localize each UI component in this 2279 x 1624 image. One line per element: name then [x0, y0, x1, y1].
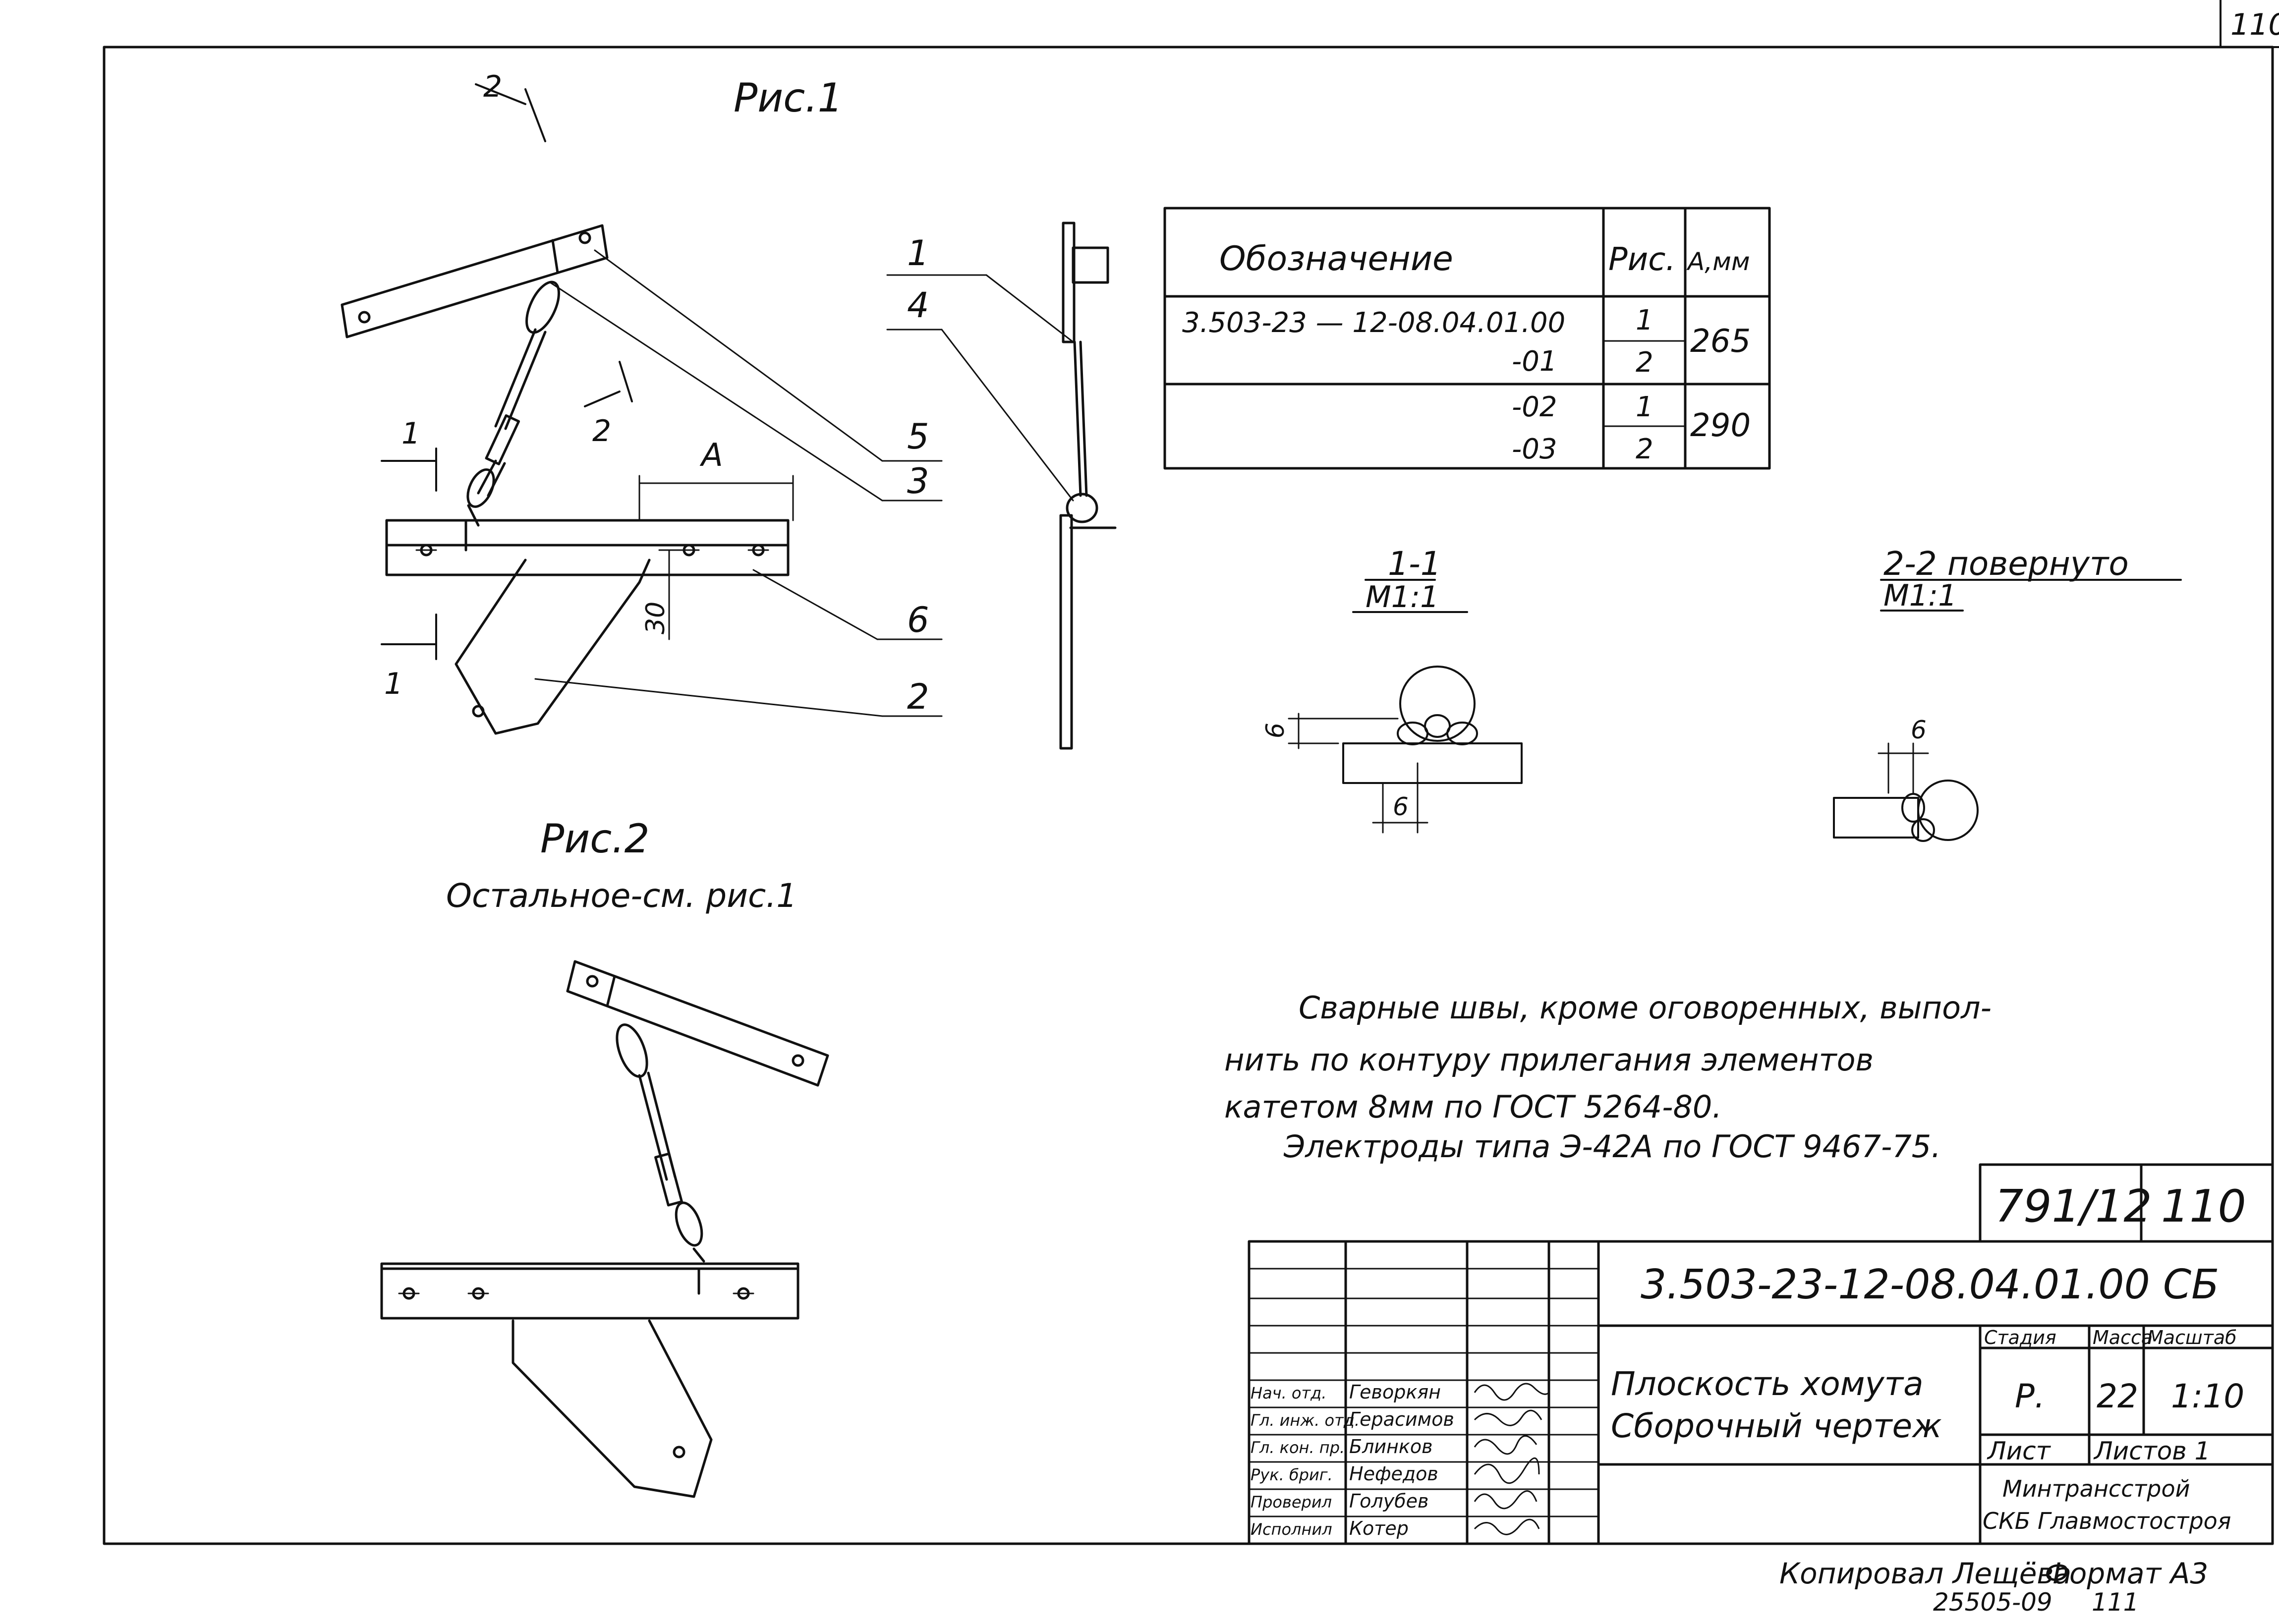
- figure-2-title: Рис.2: [540, 816, 650, 862]
- figure-1-title: Рис.1: [734, 75, 843, 121]
- section-1-1-scale: М1:1: [1366, 580, 1439, 615]
- table-cell: 2: [1636, 346, 1653, 379]
- table-header-a: А,мм: [1686, 247, 1750, 276]
- callout-label: 4: [907, 285, 929, 326]
- stage-label: Стадия: [1984, 1327, 2056, 1348]
- dimension-label: 30: [641, 602, 671, 634]
- sheet-frame: [103, 46, 2274, 1545]
- figure-1-drawing: [341, 83, 943, 735]
- note-line: катетом 8мм по ГОСТ 5264-80.: [1224, 1089, 1722, 1125]
- sheets-label: Листов 1: [2093, 1437, 2210, 1465]
- table-header-designation: Обозначение: [1219, 239, 1453, 279]
- table-cell: 265: [1690, 323, 1751, 360]
- side-view-drawing: [886, 222, 1117, 750]
- spec-table-grid: [1163, 207, 1771, 470]
- sheet-label: Лист: [1987, 1437, 2051, 1465]
- scale-value: 1:10: [2171, 1377, 2244, 1415]
- table-cell: -01: [1512, 345, 1557, 378]
- signature-role: Гл. кон. пр.: [1251, 1438, 1345, 1457]
- callout-label: 1: [907, 233, 929, 274]
- archive-code: 25505-09: [1933, 1588, 2052, 1617]
- signature-name: Нефедов: [1349, 1463, 1438, 1485]
- organization: Минтрансстрой: [2002, 1475, 2190, 1502]
- organization: СКБ Главмостостроя: [1983, 1508, 2231, 1534]
- section-arrow-label: 1: [401, 416, 420, 451]
- corner-number: 110: [2230, 7, 2279, 42]
- paper-format: Формат А3: [2045, 1557, 2208, 1590]
- table-cell: 290: [1690, 407, 1751, 444]
- copied-by: Копировал Лещёва: [1779, 1557, 2071, 1590]
- section-2-2-title: 2-2 повернуто: [1883, 545, 2129, 583]
- handwritten-signatures: [1474, 1383, 1550, 1535]
- archive-page: 111: [2092, 1588, 2139, 1617]
- sheet-number: 110: [2161, 1180, 2246, 1232]
- title-block-grid: [1248, 1163, 2274, 1545]
- section-1-1-title: 1-1: [1388, 545, 1441, 583]
- table-cell: 3.503-23 — 12-08.04.01.00: [1182, 307, 1565, 339]
- note-line: нить по контуру прилегания элементов: [1224, 1042, 1874, 1078]
- signature-name: Котер: [1349, 1517, 1409, 1539]
- table-header-fig: Рис.: [1608, 241, 1676, 278]
- signature-name: Блинков: [1349, 1436, 1433, 1457]
- table-cell: 1: [1636, 391, 1653, 423]
- signature-role: Проверил: [1251, 1493, 1332, 1512]
- table-cell: -02: [1512, 391, 1557, 423]
- note-line: Сварные швы, кроме оговоренных, выпол-: [1299, 990, 1992, 1026]
- signature-role: Гл. инж. отд.: [1251, 1411, 1360, 1430]
- section-2-2-drawing: [1833, 579, 2182, 842]
- callout-label: 2: [907, 676, 929, 717]
- signature-role: Исполнил: [1251, 1520, 1332, 1539]
- section-arrow-label: 2: [483, 69, 502, 104]
- signature-name: Герасимов: [1349, 1408, 1454, 1430]
- album-number: 791/12: [1995, 1180, 2152, 1232]
- figure-2-subtitle: Остальное-см. рис.1: [446, 877, 797, 915]
- signature-role: Нач. отд.: [1251, 1384, 1326, 1402]
- signature-name: Голубев: [1349, 1490, 1428, 1512]
- section-arrow-label: 1: [384, 667, 403, 701]
- table-cell: -03: [1512, 433, 1557, 465]
- signature-role: Рук. бриг.: [1251, 1465, 1333, 1484]
- note-line: Электроды типа Э-42А по ГОСТ 9467-75.: [1283, 1128, 1941, 1165]
- section-2-2-scale: М1:1: [1883, 578, 1957, 613]
- callout-label: 3: [907, 461, 929, 502]
- signature-name: Геворкян: [1349, 1381, 1441, 1403]
- mass-label: Масса: [2093, 1327, 2153, 1348]
- callout-label: 5: [907, 416, 929, 457]
- dimension-label: 6: [1261, 723, 1290, 738]
- callout-label: 6: [907, 600, 929, 640]
- drawing-type: Сборочный чертеж: [1611, 1407, 1942, 1445]
- section-arrow-label: 2: [592, 414, 611, 448]
- figure-2-drawing: [380, 960, 829, 1498]
- table-cell: 2: [1636, 433, 1653, 465]
- scale-label: Масштаб: [2147, 1327, 2237, 1348]
- stage-value: Р.: [2015, 1377, 2045, 1415]
- mass-value: 22: [2097, 1377, 2138, 1415]
- dimension-label: 6: [1911, 716, 1927, 744]
- dimension-label: А: [699, 437, 723, 474]
- section-1-1-drawing: [1288, 579, 1523, 834]
- table-cell: 1: [1636, 304, 1653, 336]
- document-designation: 3.503-23-12-08.04.01.00 СБ: [1641, 1261, 2219, 1308]
- dimension-label: 6: [1393, 792, 1409, 821]
- drawing-name: Плоскость хомута: [1611, 1365, 1924, 1403]
